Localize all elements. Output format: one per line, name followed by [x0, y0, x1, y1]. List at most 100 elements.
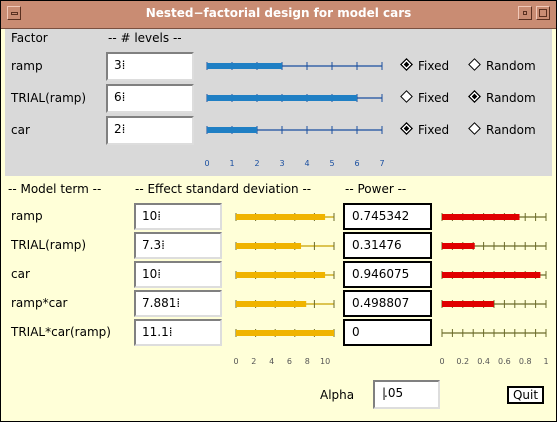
power-tick-label: 1 — [543, 357, 548, 366]
radio-label: Fixed — [418, 123, 450, 137]
term-name-ramp: ramp — [11, 209, 43, 223]
maximize-button[interactable] — [536, 6, 550, 20]
power-bars: 0 0.2 0.4 0.6 0.8 1 — [439, 213, 549, 366]
term-header: -- Model term -- — [8, 182, 102, 196]
window-menu-button[interactable] — [7, 6, 21, 20]
radio-random-trial[interactable]: Random — [468, 90, 536, 105]
power-tick-label: 0.8 — [519, 357, 532, 366]
sd-input-car[interactable]: 10⁞ — [134, 261, 222, 288]
sd-tick-label: 8 — [305, 357, 310, 366]
sd-tick-label: 6 — [287, 357, 292, 366]
radio-label: Fixed — [418, 59, 450, 73]
levels-sliders[interactable]: 0 1 2 3 4 5 6 7 — [198, 52, 398, 170]
factor-header: Factor — [11, 31, 48, 45]
power-value-car: 0.946075 — [352, 267, 410, 281]
radio-fixed-ramp[interactable]: Fixed — [400, 58, 450, 73]
radio-label: Random — [486, 91, 536, 105]
levels-tick-label: 2 — [254, 159, 259, 168]
levels-tick-label: 0 — [204, 159, 209, 168]
power-value-ramp: 0.745342 — [352, 209, 410, 223]
levels-slider-fill — [207, 95, 357, 101]
power-value-trial-car: 0 — [352, 325, 360, 339]
levels-input-trial[interactable]: 6⁞ — [106, 84, 194, 113]
levels-input-car[interactable]: 2⁞ — [106, 116, 194, 145]
power-bar-fill — [442, 301, 494, 307]
factor-panel: Factor -- # levels -- ramp 3⁞ TRIAL(ramp… — [5, 29, 552, 176]
levels-value-car: 2 — [114, 122, 122, 136]
levels-tick-label: 7 — [379, 159, 384, 168]
levels-input-ramp[interactable]: 3⁞ — [106, 52, 194, 81]
radio-indicator-icon — [468, 58, 481, 71]
power-output-car: 0.946075 — [343, 261, 432, 288]
window-title: Nested−factorial design for model cars — [145, 6, 412, 20]
term-name-trial: TRIAL(ramp) — [11, 238, 87, 252]
sd-tick-label: 10 — [320, 357, 330, 366]
sd-slider-fill — [236, 272, 326, 278]
levels-header: -- # levels -- — [108, 31, 182, 45]
sd-slider-fill — [236, 243, 302, 249]
radio-random-car[interactable]: Random — [468, 122, 536, 137]
sd-value-car: 10 — [142, 267, 158, 281]
power-tick-label: 0.4 — [477, 357, 490, 366]
sd-tick-label: 4 — [269, 357, 274, 366]
power-value-ramp-car: 0.498807 — [352, 296, 410, 310]
power-tick-label: 0.6 — [498, 357, 511, 366]
factor-name-trial: TRIAL(ramp) — [11, 91, 87, 105]
radio-random-ramp[interactable]: Random — [468, 58, 536, 73]
levels-slider-fill — [207, 127, 257, 133]
minimize-button[interactable] — [518, 6, 532, 20]
sd-tick-label: 0 — [233, 357, 238, 366]
radio-indicator-icon — [400, 122, 413, 135]
radio-indicator-icon — [400, 90, 413, 103]
radio-indicator-icon — [468, 122, 481, 135]
power-output-trial: 0.31476 — [343, 232, 432, 259]
sd-input-ramp[interactable]: 10⁞ — [134, 203, 222, 230]
quit-button[interactable]: Quit — [507, 386, 544, 404]
term-name-trial-car: TRIAL*car(ramp) — [11, 325, 111, 339]
power-output-trial-car: 0 — [343, 319, 432, 346]
power-bar-fill — [442, 243, 475, 249]
sd-input-trial-car[interactable]: 11.1⁞ — [134, 319, 222, 346]
levels-value-ramp: 3 — [114, 58, 122, 72]
sd-value-trial: 7.3 — [142, 238, 162, 252]
radio-label: Fixed — [418, 91, 450, 105]
factor-name-ramp: ramp — [11, 59, 43, 73]
alpha-value: .05 — [384, 386, 404, 400]
power-output-ramp: 0.745342 — [343, 203, 432, 230]
levels-tick-label: 3 — [279, 159, 284, 168]
sd-value-trial-car: 11.1 — [142, 325, 169, 339]
sd-slider-fill — [236, 301, 307, 307]
radio-label: Random — [486, 59, 536, 73]
sd-slider-fill — [236, 330, 334, 336]
power-tick-label: 0 — [439, 357, 444, 366]
levels-tick-label: 4 — [304, 159, 309, 168]
levels-value-trial: 6 — [114, 90, 122, 104]
title-bar[interactable]: Nested−factorial design for model cars — [1, 1, 556, 29]
sd-slider-fill — [236, 214, 326, 220]
power-value-trial: 0.31476 — [352, 238, 402, 252]
levels-slider-fill — [207, 63, 282, 69]
levels-tick-label: 5 — [329, 159, 334, 168]
power-bar-fill — [442, 214, 520, 220]
alpha-label: Alpha — [320, 388, 355, 402]
sd-input-ramp-car[interactable]: 7.881⁞ — [134, 290, 222, 317]
sd-header: -- Effect standard deviation -- — [135, 182, 312, 196]
radio-fixed-trial[interactable]: Fixed — [400, 90, 450, 105]
power-output-ramp-car: 0.498807 — [343, 290, 432, 317]
power-tick-label: 0.2 — [456, 357, 469, 366]
sd-input-trial[interactable]: 7.3⁞ — [134, 232, 222, 259]
radio-indicator-icon — [400, 58, 413, 71]
sd-value-ramp: 10 — [142, 209, 158, 223]
sd-value-ramp-car: 7.881 — [142, 296, 177, 310]
radio-fixed-car[interactable]: Fixed — [400, 122, 450, 137]
power-header: -- Power -- — [345, 182, 407, 196]
radio-indicator-icon — [468, 90, 481, 103]
terms-panel: -- Model term -- -- Effect standard devi… — [5, 179, 552, 417]
radio-label: Random — [486, 123, 536, 137]
levels-tick-label: 1 — [229, 159, 234, 168]
levels-tick-label: 6 — [354, 159, 359, 168]
power-bar-fill — [442, 272, 541, 278]
alpha-input[interactable]: |.05 — [373, 380, 440, 409]
